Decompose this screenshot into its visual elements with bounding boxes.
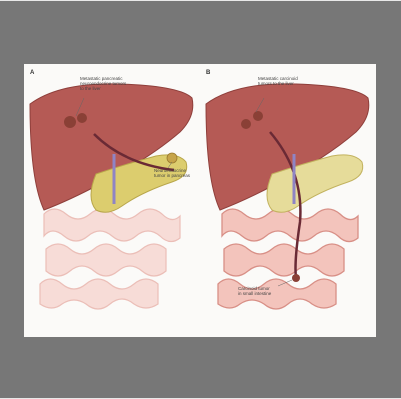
illustration-sheet: A Metastatic pancreatic neuroendocrine t… [24,64,376,337]
panel-b-illustration [200,64,376,337]
panel-a: A Metastatic pancreatic neuroendocrine t… [24,64,200,337]
liver-tumor-b2 [253,111,263,121]
small-intestine-a [40,209,180,309]
panel-letter-b: B [206,70,210,76]
pancreas-tumor-a [167,153,177,163]
callout-liver-b: Metastatic carcinoid tumors to the liver [258,76,298,86]
liver-tumor-a1 [64,116,76,128]
liver-tumor-a2 [77,113,87,123]
panel-letter-a: A [30,70,34,76]
callout-primary-a: Neuroendocrine tumor in pancreas [154,168,190,178]
panel-b: B Metastatic carcinoid tumors to the liv… [200,64,376,337]
callout-primary-b: Carcinoid tumor in small intestine [238,286,271,296]
liver-tumor-b1 [241,119,251,129]
panel-a-illustration [24,64,200,337]
intestine-tumor-b [292,274,300,282]
callout-liver-a: Metastatic pancreatic neuroendocrine tum… [80,76,126,91]
